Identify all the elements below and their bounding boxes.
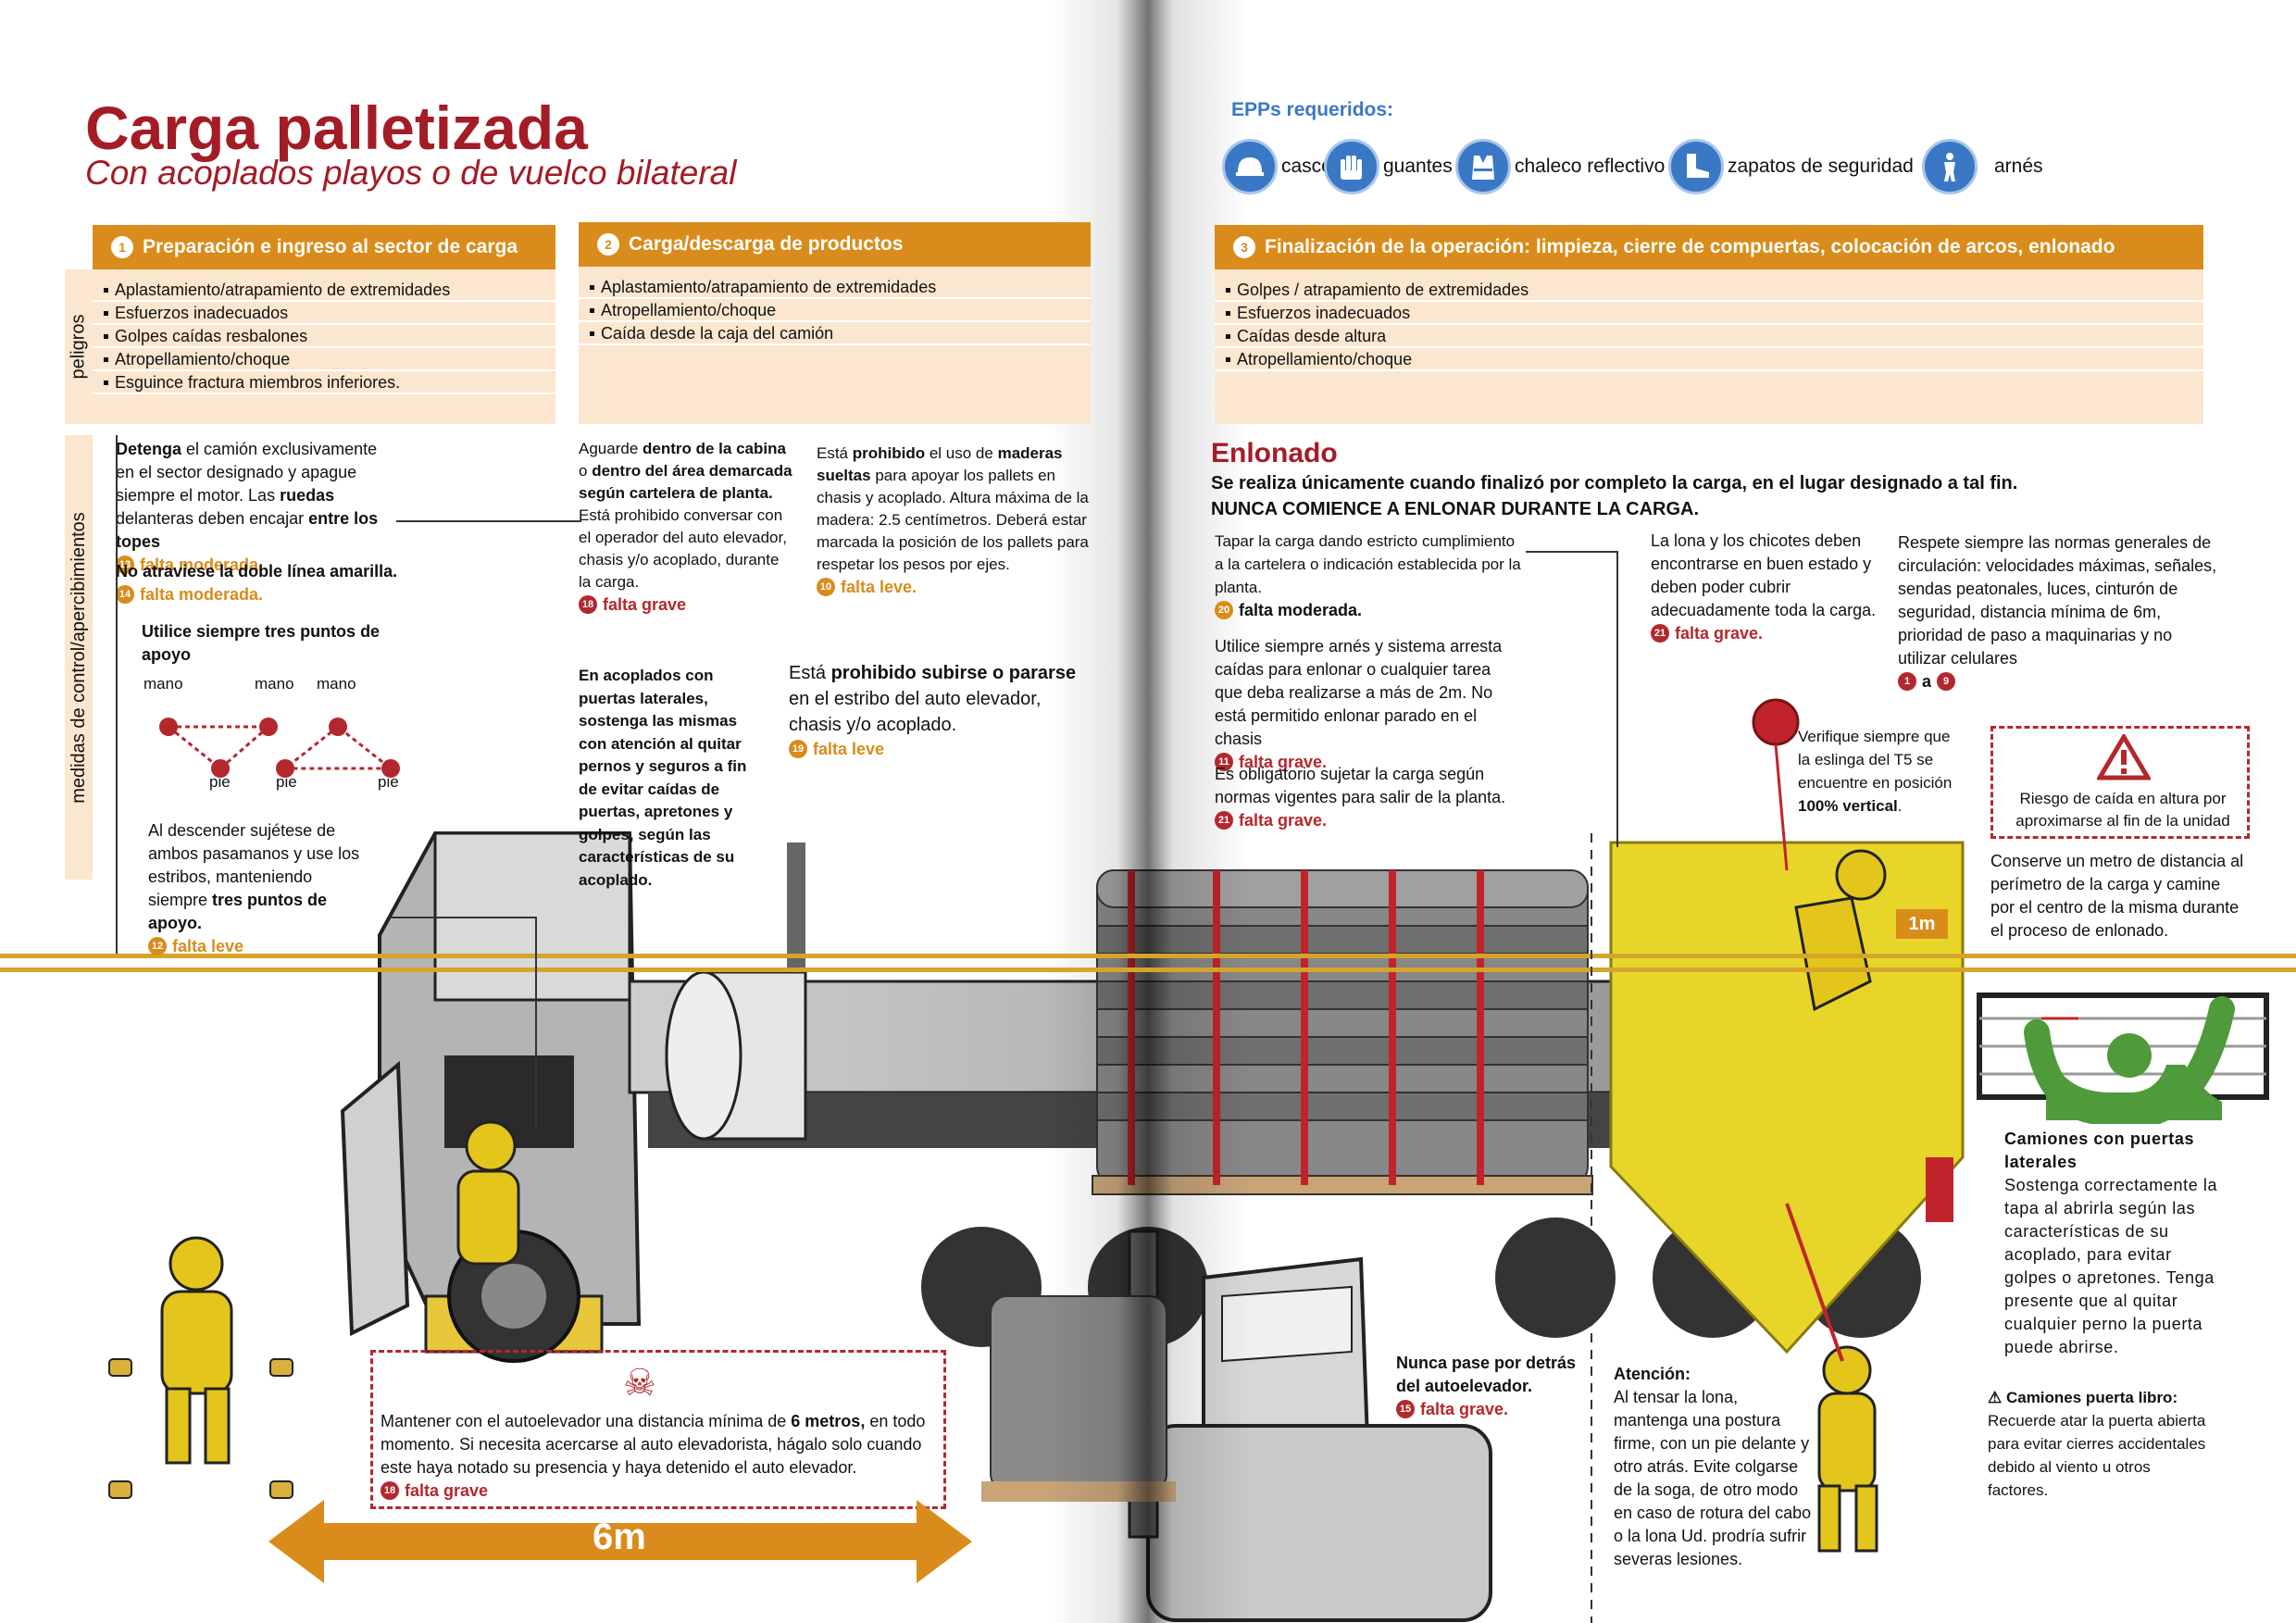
- epp-item-casco: casco: [1222, 139, 1332, 194]
- forklift-distance-warning: ☠ Mantener con el autoelevador una dista…: [370, 1350, 946, 1509]
- measures-side-label: medidas de control/apercibimientos: [65, 435, 93, 880]
- enlonado-heading: Enlonado: [1211, 438, 1338, 468]
- phase-2-header: 2 Carga/descarga de productos: [579, 222, 1091, 267]
- skull-icon: ☠: [623, 1363, 656, 1404]
- boot-icon: [1668, 139, 1724, 194]
- leader-line: [1616, 551, 1618, 847]
- warning-triangle-icon: [2097, 734, 2151, 780]
- epp-item-chaleco: chaleco reflectivo: [1455, 139, 1665, 194]
- leader-line: [396, 520, 581, 522]
- hazard-item: Golpes caídas resbalones: [93, 325, 555, 348]
- rule-tensar-lona: Atención: Al tensar la lona, mantenga un…: [1614, 1365, 1812, 1568]
- hazard-item: Aplastamiento/atrapamiento de extremidad…: [579, 276, 1091, 299]
- hazard-item: Atropellamiento/choque: [93, 348, 555, 371]
- hazard-item: Esfuerzos inadecuados: [1215, 302, 2203, 325]
- measure-estribo: Está prohibido subirse o pararse en el e…: [789, 660, 1094, 760]
- rule-puerta-libro: ⚠ Camiones puerta libro: Recuerde atar l…: [1988, 1389, 2206, 1499]
- rule-puertas-laterales: Camiones con puertas laterales Sostenga …: [2004, 1130, 2218, 1356]
- leader-line: [389, 917, 537, 918]
- measure-linea-amarilla: No atraviese la doble línea amarilla. 14…: [116, 560, 421, 606]
- hazard-item: Esguince fractura miembros inferiores.: [93, 371, 555, 394]
- three-points-diagram: mano mano mano pie pie pie: [144, 675, 400, 791]
- floor-line-top: [0, 954, 2296, 958]
- rule-sujetar-carga: Es obligatorio sujetar la carga según no…: [1215, 763, 1522, 831]
- side-door-icon: [1977, 993, 2269, 1124]
- measure-puertas-laterales: En acoplados con puertas laterales, sost…: [579, 667, 747, 889]
- hazard-item: Aplastamiento/atrapamiento de extremidad…: [93, 279, 555, 302]
- safety-cones: [108, 1358, 293, 1499]
- rule-tapar-carga: Tapar la carga dando estricto cumplimien…: [1215, 532, 1522, 621]
- dashed-divider: [1591, 833, 1592, 1623]
- measure-tres-puntos: Utilice siempre tres puntos de apoyo: [142, 622, 381, 664]
- harness-icon: [1922, 139, 1978, 194]
- hazard-item: Caídas desde altura: [1215, 325, 2203, 348]
- page-subtitle: Con acoplados playos o de vuelco bilater…: [85, 154, 737, 192]
- rule-lona-chicotes: La lona y los chicotes deben encontrarse…: [1651, 530, 1882, 644]
- rule-metro-distancia: Conserve un metro de distancia al períme…: [1990, 852, 2244, 940]
- hazard-item: Atropellamiento/choque: [1215, 348, 2203, 371]
- epp-item-zapatos: zapatos de seguridad: [1668, 139, 1914, 194]
- distance-label: 6m: [593, 1517, 646, 1557]
- rule-eslinga-vertical: Verifique siempre que la eslinga del T5 …: [1798, 728, 1953, 815]
- hard-hat-icon: [1222, 139, 1278, 194]
- phase-3-hazards: Golpes / atrapamiento de extremidades Es…: [1215, 269, 2203, 424]
- palletized-bags: [1092, 869, 1593, 1195]
- hazards-side-label: peligros: [65, 269, 93, 424]
- distance-1m-badge: 1m: [1896, 909, 1948, 939]
- phase-1-hazards: Aplastamiento/atrapamiento de extremidad…: [93, 269, 555, 424]
- phase-2-hazards: Aplastamiento/atrapamiento de extremidad…: [579, 267, 1091, 424]
- distance-arrow: [268, 1500, 972, 1583]
- rule-normas-circulacion: Respete siempre las normas generales de …: [1898, 531, 2224, 693]
- forklift: [981, 1230, 1492, 1622]
- phase-3-header: 3 Finalización de la operación: limpieza…: [1215, 225, 2203, 269]
- epp-item-guantes: guantes: [1324, 139, 1453, 194]
- page-title: Carga palletizada: [85, 94, 588, 162]
- leader-line: [1526, 551, 1618, 553]
- hazard-item: Esfuerzos inadecuados: [93, 302, 555, 325]
- enlonado-intro: Se realiza únicamente cuando finalizó po…: [1211, 473, 2018, 519]
- phase-1-header: 1 Preparación e ingreso al sector de car…: [93, 225, 555, 269]
- floor-line-bottom: [0, 968, 2296, 972]
- rule-arnes: Utilice siempre arnés y sistema arresta …: [1215, 635, 1522, 773]
- leader-line: [535, 917, 537, 1130]
- hazard-item: Golpes / atrapamiento de extremidades: [1215, 279, 2203, 302]
- leader-line: [116, 435, 118, 954]
- measure-aguarde: Aguarde dentro de la cabina o dentro del…: [579, 440, 793, 616]
- hazard-item: Atropellamiento/choque: [579, 299, 1091, 322]
- fall-risk-warning: Riesgo de caída en altura por aproximars…: [1990, 726, 2250, 839]
- vest-icon: [1455, 139, 1511, 194]
- measure-maderas: Está prohibido el uso de maderas sueltas…: [817, 443, 1092, 598]
- measure-descender: Al descender sujétese de ambos pasamanos…: [148, 819, 366, 957]
- crane-hook: [1752, 698, 1800, 746]
- gloves-icon: [1324, 139, 1379, 194]
- epp-label: EPPs requeridos:: [1231, 99, 1394, 120]
- epp-item-arnes: arnés: [1922, 139, 2043, 194]
- rule-detras-autoelevador: Nunca pase por detrás del autoelevador. …: [1396, 1352, 1581, 1420]
- hazard-item: Caída desde la caja del camión: [579, 322, 1091, 345]
- measure-detenga: Detenga el camión exclusivamente en el s…: [116, 438, 393, 576]
